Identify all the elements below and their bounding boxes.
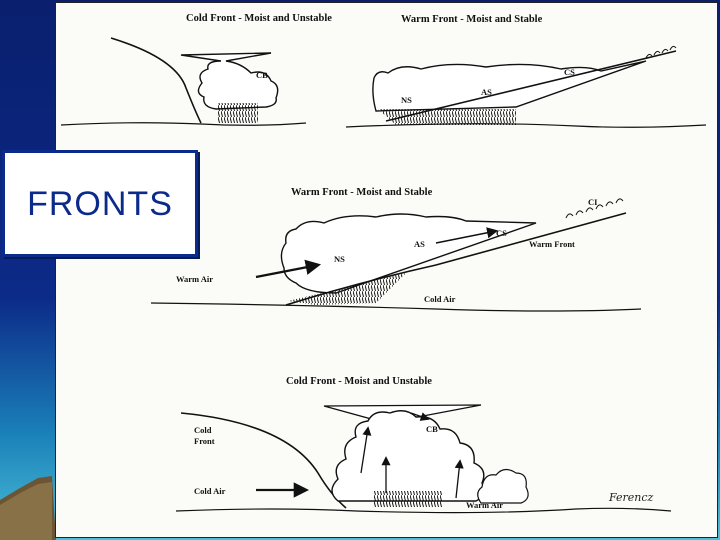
middle-ground bbox=[150, 302, 642, 312]
bottom-cb-rain bbox=[374, 491, 442, 507]
bottom-ground bbox=[175, 507, 672, 514]
top-warm-front-rain bbox=[378, 109, 516, 125]
bottom-cb-label: CB bbox=[426, 424, 438, 434]
bottom-cold-front-label-2: Front bbox=[194, 436, 215, 446]
top-ns-label: NS bbox=[401, 95, 412, 105]
middle-warm-front-label: Warm Front bbox=[529, 239, 575, 249]
bottom-cold-air-label: Cold Air bbox=[194, 486, 226, 496]
top-right-title: Warm Front - Moist and Stable bbox=[401, 14, 543, 25]
top-as-label: AS bbox=[481, 87, 492, 97]
middle-ns-cloud bbox=[280, 213, 537, 294]
top-cb-label: CB bbox=[256, 70, 268, 80]
middle-warm-air-label: Warm Air bbox=[176, 274, 213, 284]
top-cs-label: CS bbox=[564, 67, 575, 77]
bottom-small-cumulus bbox=[477, 468, 529, 504]
middle-title: Warm Front - Moist and Stable bbox=[291, 187, 433, 198]
top-cirrus-wisps bbox=[645, 45, 677, 59]
middle-warm-front-panel: Warm Front - Moist and Stable CI CS Warm… bbox=[150, 187, 642, 312]
top-warm-front-cloud bbox=[372, 60, 647, 112]
bottom-updraft-arrow-4 bbox=[410, 412, 430, 421]
middle-as-label: AS bbox=[414, 239, 425, 249]
middle-cs-label: CS bbox=[496, 228, 507, 238]
top-cold-front-panel: Cold Front - Moist and Unstable CB bbox=[60, 13, 332, 126]
middle-ci-label: CI bbox=[588, 197, 598, 207]
middle-rain bbox=[288, 273, 406, 305]
slide-title-box: FRONTS bbox=[2, 150, 198, 257]
top-left-title: Cold Front - Moist and Unstable bbox=[186, 13, 332, 24]
bottom-cold-front-label-1: Cold bbox=[194, 425, 212, 435]
middle-upglide-arrow bbox=[435, 227, 499, 244]
top-cb-rain bbox=[218, 103, 258, 123]
bottom-updraft-arrow-3 bbox=[454, 459, 464, 499]
bottom-cb-cloud bbox=[331, 410, 485, 502]
bottom-title: Cold Front - Moist and Unstable bbox=[286, 376, 432, 387]
top-cb-cloud bbox=[180, 52, 279, 110]
top-left-ground bbox=[60, 122, 307, 126]
top-cold-front-curve bbox=[110, 37, 202, 124]
bottom-updraft-arrow-1 bbox=[360, 426, 372, 474]
mountain-highlight bbox=[0, 482, 52, 540]
top-warm-front-panel: Warm Front - Moist and Stable CS AS NS bbox=[345, 14, 707, 128]
top-right-ground bbox=[345, 123, 707, 128]
bottom-cold-front-panel: Cold Front - Moist and Unstable CB Cold … bbox=[175, 376, 672, 514]
middle-cold-air-label: Cold Air bbox=[424, 294, 456, 304]
weather-fronts-diagram: Cold Front - Moist and Unstable CB Warm … bbox=[55, 2, 718, 538]
artist-signature: Ferencz bbox=[608, 491, 654, 504]
slide-title: FRONTS bbox=[27, 185, 173, 223]
middle-cirrus-wisps bbox=[565, 198, 624, 219]
bottom-warm-air-label: Warm Air bbox=[466, 500, 503, 510]
middle-warm-air-arrow bbox=[255, 259, 322, 279]
middle-ns-label: NS bbox=[334, 254, 345, 264]
